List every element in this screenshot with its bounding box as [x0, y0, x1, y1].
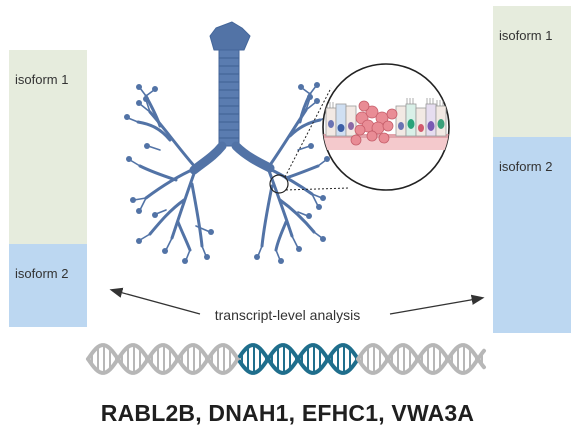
- right-arrow-icon: [389, 294, 485, 315]
- right-isoform-bar: isoform 1 isoform 2: [493, 6, 571, 333]
- left-bar-segment-isoform-1: isoform 1: [9, 50, 87, 244]
- dna-helix-icon: [86, 343, 486, 375]
- analysis-caption: transcript-level analysis: [214, 307, 361, 323]
- left-bar-label-isoform-2: isoform 2: [15, 266, 69, 281]
- gene-list: RABL2B, DNAH1, EFHC1, VWA3A: [100, 400, 475, 426]
- left-bar-segment-isoform-2: isoform 2: [9, 244, 87, 327]
- lung-icon: [124, 21, 334, 264]
- tissue-magnifier-icon: [269, 63, 450, 194]
- right-bar-label-isoform-1: isoform 1: [499, 28, 553, 43]
- left-isoform-bar: isoform 1 isoform 2: [9, 50, 87, 327]
- right-bar-segment-isoform-1: isoform 1: [493, 6, 571, 137]
- left-arrow-icon: [109, 287, 201, 315]
- left-bar-label-isoform-1: isoform 1: [15, 72, 69, 87]
- right-bar-segment-isoform-2: isoform 2: [493, 137, 571, 333]
- right-bar-label-isoform-2: isoform 2: [499, 159, 553, 174]
